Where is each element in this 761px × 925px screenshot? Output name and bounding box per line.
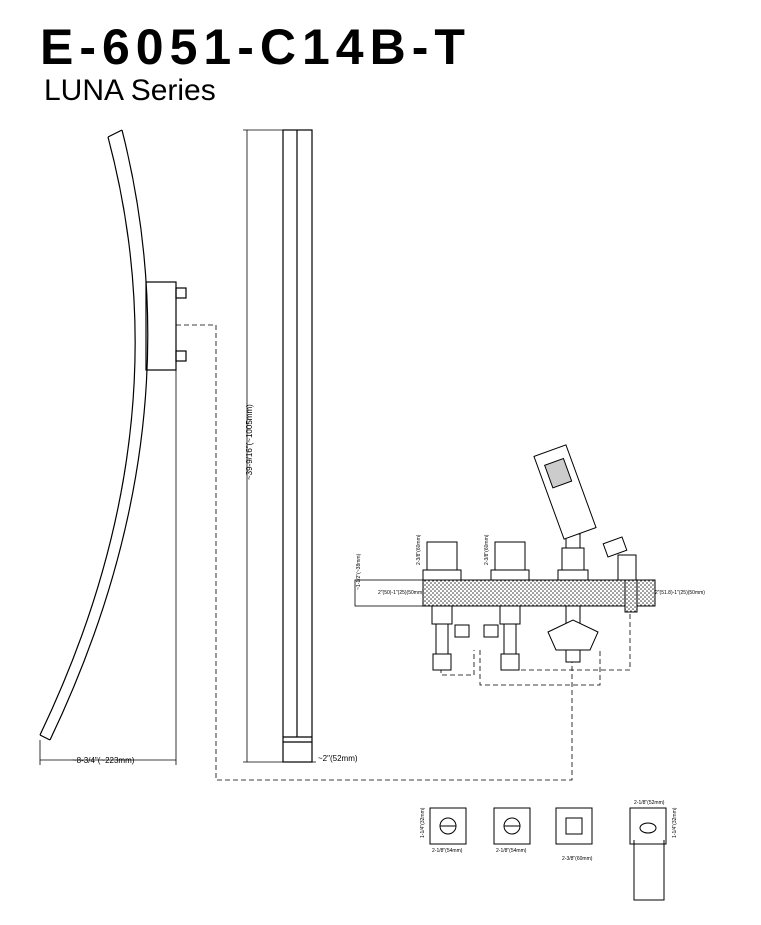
deck-thickness-label: 2"(50)-1"(25)(50mm): [378, 590, 424, 596]
projection-dimension: [39, 370, 177, 765]
handle-b-detail: [493, 807, 531, 845]
handle-a-width-label: 2-1/8"(54mm): [432, 848, 463, 854]
handle-b-width-label: 2-1/8"(54mm): [496, 848, 527, 854]
height-dimension: [243, 129, 283, 763]
hand-shower: [533, 444, 638, 613]
diverter-detail: [555, 807, 593, 845]
projection-label: ~8-3/4"(~223mm): [72, 756, 135, 765]
deck-section: [354, 579, 656, 607]
column-curve-inner: [49, 129, 149, 741]
diverter: [547, 533, 599, 663]
diverter-width-label: 2-3/8"(60mm): [562, 856, 593, 862]
spout-detail: [629, 807, 667, 901]
valve-height-label: 2-3/8"(60mm): [416, 534, 422, 565]
deck-hatch: [422, 579, 656, 607]
column-curve-outer: [39, 136, 136, 736]
handle-a-detail: [429, 807, 467, 845]
handle-a-height-label: 1-1/4"(32mm): [420, 807, 426, 838]
mount-pin-upper: [175, 287, 187, 299]
valve-left: [422, 541, 470, 671]
wall-mount-block: [145, 281, 177, 371]
height-label: ~39-9/16"(~1005mm): [245, 404, 254, 480]
side-view: [39, 129, 187, 741]
mount-pin-lower: [175, 350, 187, 362]
width-label: ~2"(52mm): [318, 754, 358, 763]
front-view: [282, 129, 313, 763]
riser-height-label: 2-3/8"(60mm): [484, 534, 490, 565]
deck-right-label: 2"(51.8)-1"(25)(50mm): [655, 590, 705, 596]
model-number: E-6051-C14B-T: [40, 19, 471, 75]
spout-height-label: 1-1/4"(32mm): [672, 807, 678, 838]
spout-width-label: 2-1/8"(52mm): [634, 800, 665, 806]
valve-middle: [483, 541, 530, 671]
series-name: LUNA Series: [44, 74, 216, 107]
deck-left-height-label: ~1-1/2"(~38mm): [356, 553, 362, 590]
